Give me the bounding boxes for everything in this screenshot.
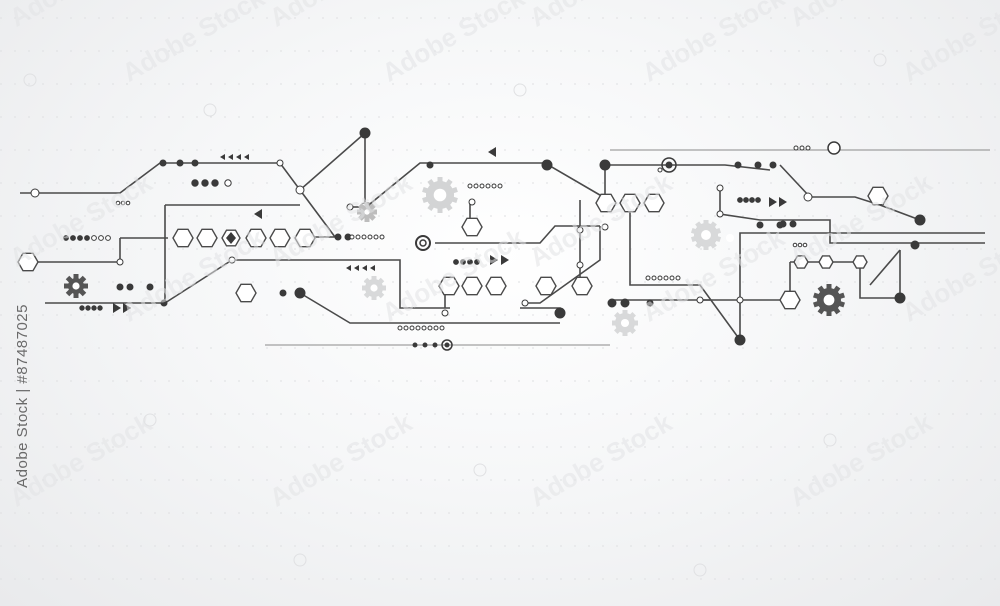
- svg-text:Adobe Stock: Adobe Stock: [4, 0, 157, 33]
- hexagon-node: [852, 255, 868, 269]
- svg-text:Adobe Stock: Adobe Stock: [897, 222, 1000, 328]
- arrow-indicators: [113, 147, 787, 313]
- gear-icon: [813, 284, 845, 316]
- hexagon-node: [779, 290, 801, 310]
- gear-icon: [422, 177, 458, 213]
- svg-text:Adobe Stock: Adobe Stock: [524, 407, 677, 513]
- svg-text:Adobe Stock: Adobe Stock: [784, 0, 937, 33]
- gear-icon: [64, 274, 88, 298]
- hexagon-node: [485, 276, 507, 296]
- hexagon-node: [269, 228, 291, 248]
- hexagon-node: [867, 186, 889, 206]
- hexagon-nodes: [17, 186, 889, 310]
- svg-text:Adobe Stock: Adobe Stock: [784, 407, 937, 513]
- hexagon-node: [461, 276, 483, 296]
- hexagon-node: [571, 276, 593, 296]
- svg-text:Adobe Stock: Adobe Stock: [377, 0, 530, 88]
- svg-text:Adobe Stock: Adobe Stock: [897, 0, 1000, 88]
- hexagon-node: [196, 228, 218, 248]
- hexagon-node: [643, 193, 665, 213]
- arrow-left-icon: [488, 147, 496, 157]
- svg-text:Adobe Stock: Adobe Stock: [4, 167, 157, 273]
- background-dotted-lines: [0, 17, 1000, 580]
- arrow-right-icon: [779, 197, 787, 207]
- hexagon-node: [595, 193, 617, 213]
- arrow-left-icon: [254, 209, 262, 219]
- gear-icon: [362, 276, 386, 300]
- hexagon-node: [818, 255, 834, 269]
- hexagon-node: [294, 228, 316, 248]
- arrow-right-icon: [113, 303, 121, 313]
- stock-id-label: Adobe Stock | #87487025: [14, 304, 31, 488]
- svg-text:Adobe Stock: Adobe Stock: [264, 407, 417, 513]
- circuit-traces: [20, 131, 985, 341]
- hexagon-node: [235, 283, 257, 303]
- arrow-right-icon: [123, 303, 131, 313]
- hexagon-node: [793, 255, 809, 269]
- svg-text:Adobe Stock: Adobe Stock: [264, 0, 417, 33]
- hexagon-node: [172, 228, 194, 248]
- junction-dots: [30, 127, 926, 348]
- hexagon-node: [245, 228, 267, 248]
- hexagon-node: [438, 276, 460, 296]
- svg-text:Adobe Stock: Adobe Stock: [524, 0, 677, 33]
- gear-icons: [64, 177, 845, 336]
- arrow-right-icon: [769, 197, 777, 207]
- gear-icon: [357, 202, 377, 222]
- target-ring-icon: [415, 141, 841, 351]
- svg-text:Adobe Stock: Adobe Stock: [117, 0, 270, 88]
- hexagon-node: [17, 252, 39, 272]
- hexagon-node: [619, 193, 641, 213]
- hexagon-node: [535, 276, 557, 296]
- arrow-right-icon: [501, 255, 509, 265]
- hexagon-node: [461, 217, 483, 237]
- gear-icon: [612, 310, 638, 336]
- svg-text:Adobe Stock: Adobe Stock: [264, 167, 417, 273]
- arrow-right-icon: [490, 255, 498, 265]
- svg-text:Adobe Stock: Adobe Stock: [637, 0, 790, 88]
- gear-icon: [690, 220, 722, 250]
